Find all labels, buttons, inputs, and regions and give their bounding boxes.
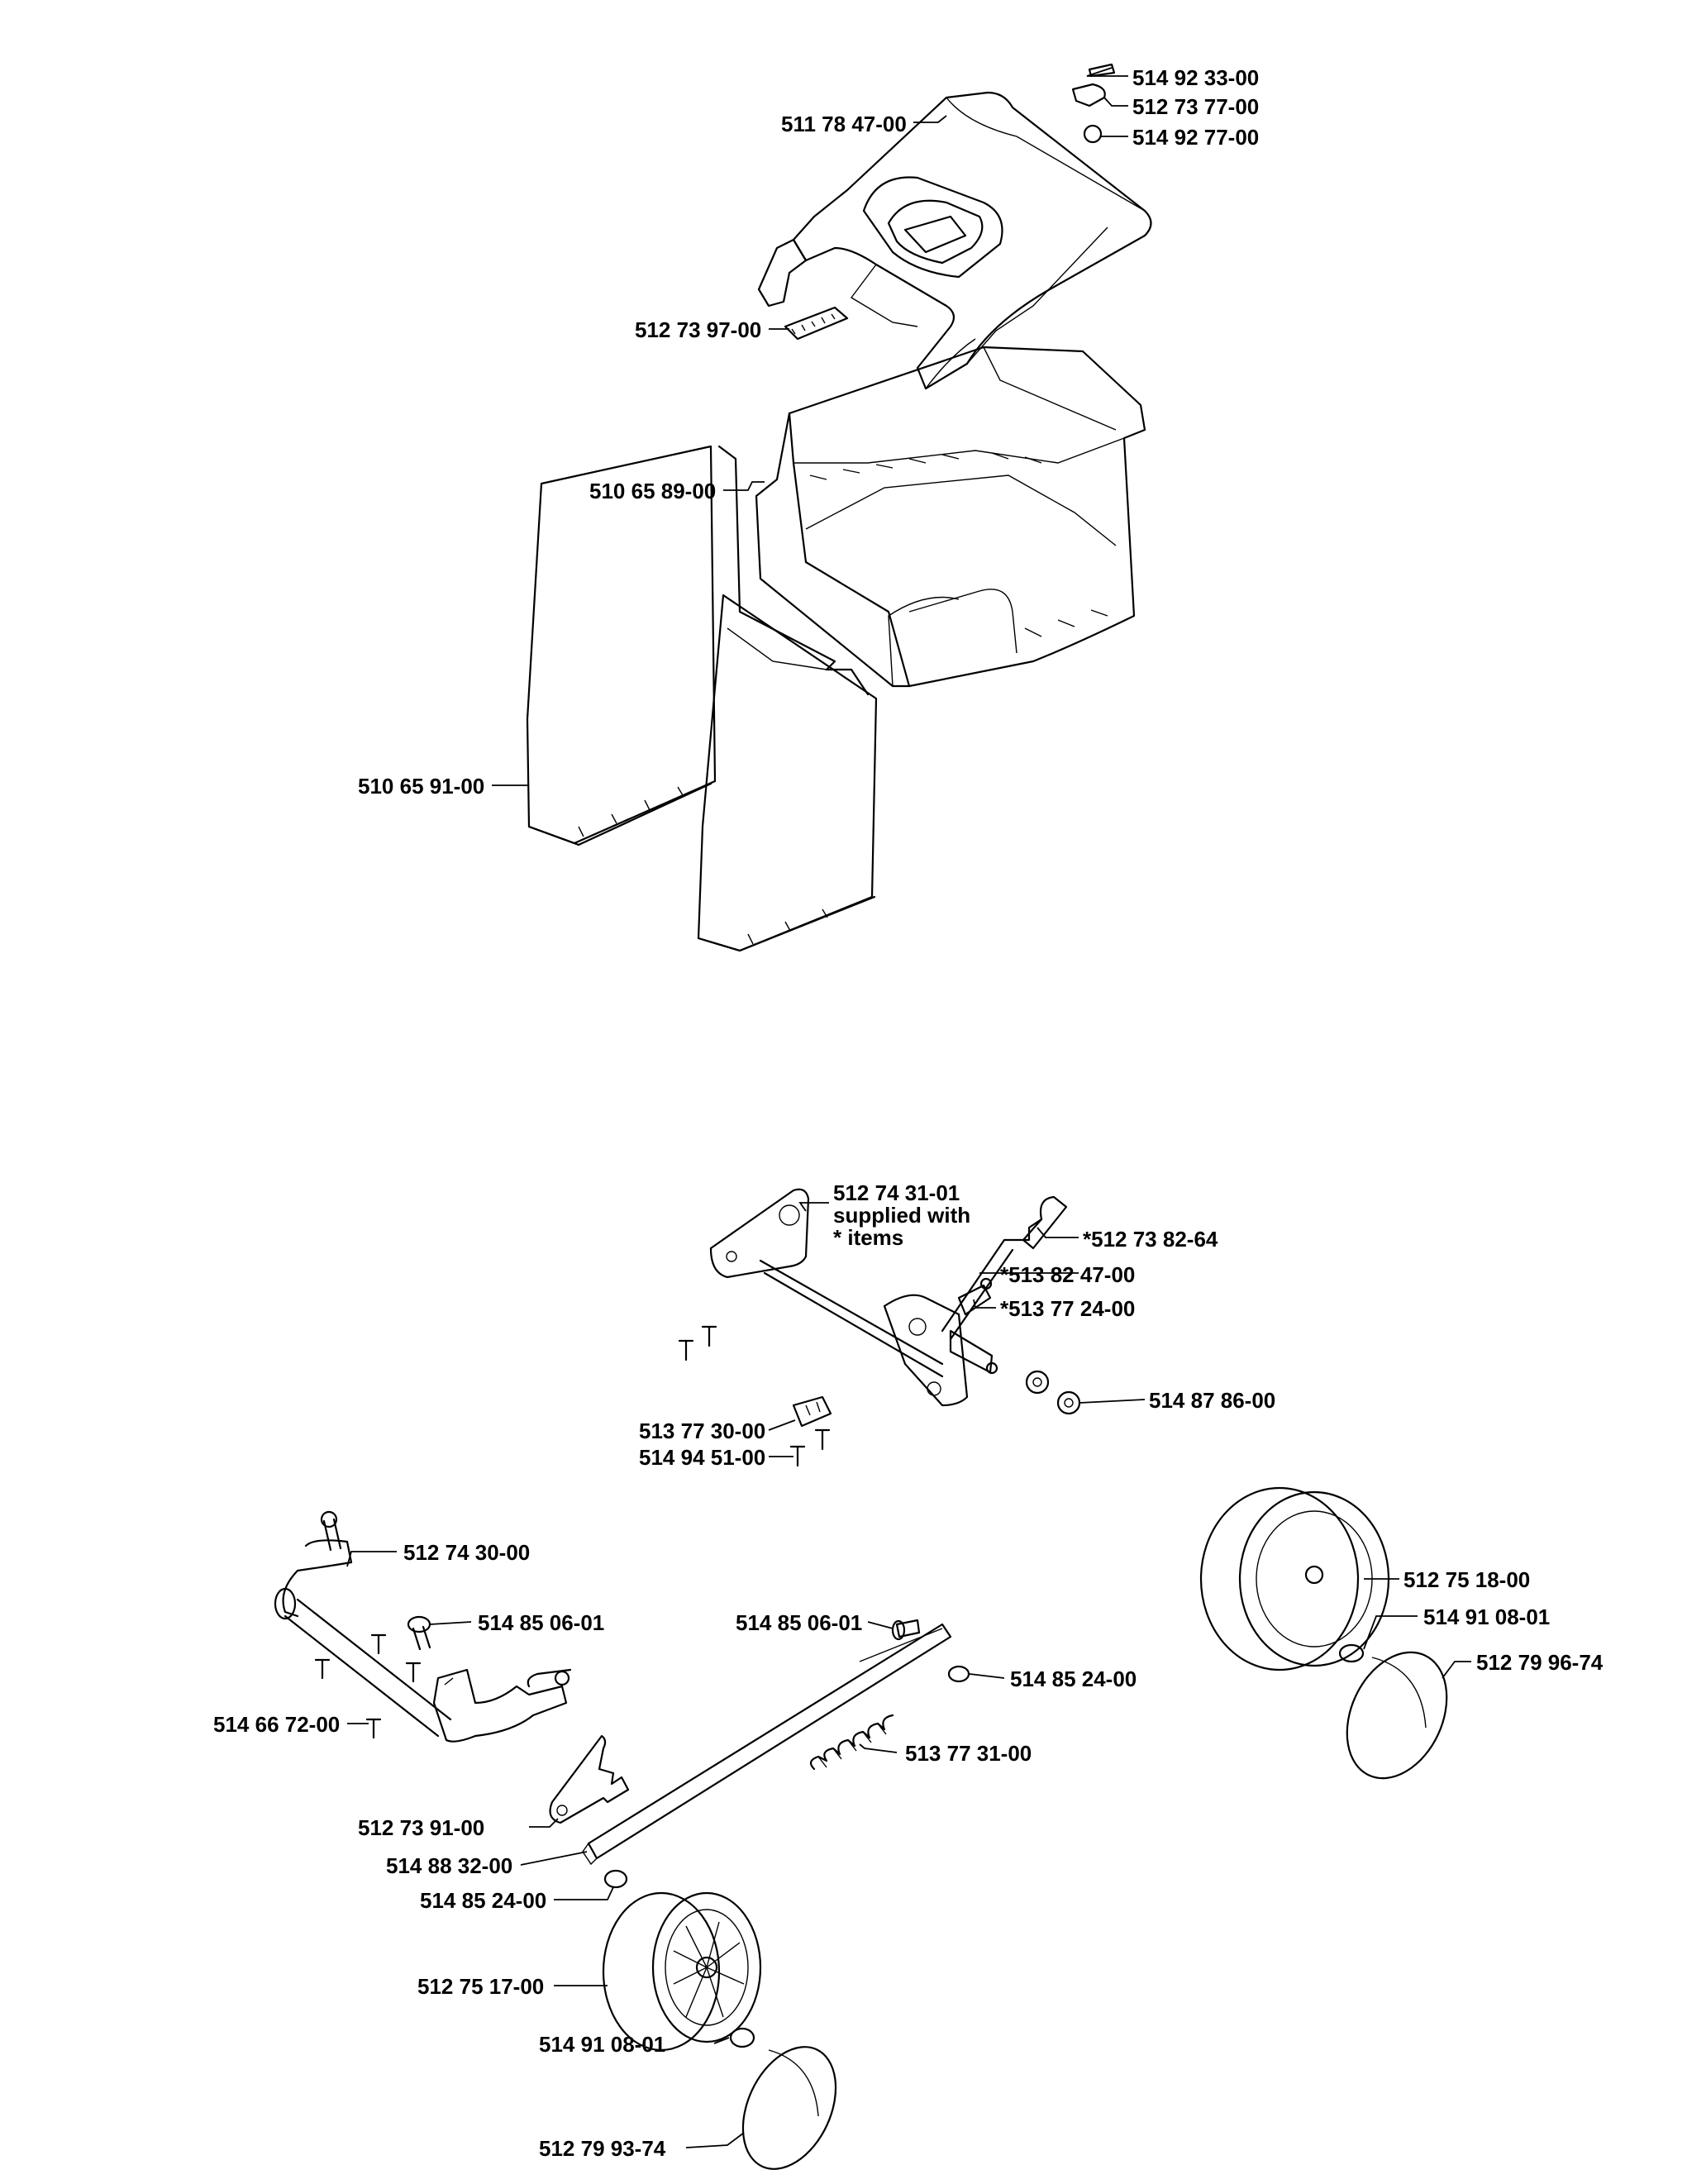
- rear-cap-shape: [1346, 1651, 1448, 1780]
- label-washer-bottom: 514 85 24-00: [420, 1888, 546, 1913]
- rear-washer-shape: [1338, 1643, 1365, 1663]
- label-bracket: 513 77 30-00: [639, 1419, 765, 1443]
- height-adjust-group: [678, 1188, 1081, 1467]
- label-shaft-line3: * items: [833, 1225, 903, 1250]
- catcher-lid: [757, 91, 1152, 390]
- axle-screws: [314, 1633, 422, 1739]
- label-bolt-left: 514 85 06-01: [478, 1610, 604, 1635]
- adjust-bracket: [792, 1395, 832, 1428]
- adjust-washers: [1025, 1370, 1081, 1415]
- label-lid-clip-a: 514 92 33-00: [1132, 65, 1259, 90]
- rear-wheel-group: [1199, 1486, 1448, 1780]
- label-spring-pin: *513 82 47-00: [1000, 1262, 1135, 1287]
- indicator-shape: [784, 306, 849, 341]
- axle-shape: [274, 1510, 572, 1743]
- catcher-frame: [755, 346, 1146, 688]
- rod-shape: [582, 1623, 952, 1866]
- label-front-washer: 514 91 08-01: [539, 2032, 665, 2057]
- label-front-wheel: 512 75 17-00: [417, 1974, 544, 1999]
- label-rod: 514 88 32-00: [386, 1853, 512, 1878]
- label-bag: 510 65 91-00: [358, 774, 484, 799]
- label-knob: *512 73 82-64: [1083, 1227, 1218, 1252]
- front-cap-shape: [741, 2046, 837, 2170]
- label-latch: 512 73 91-00: [358, 1815, 484, 1840]
- adjust-shaft: [709, 1188, 998, 1407]
- label-lid-plug: 514 92 77-00: [1132, 125, 1259, 150]
- spring-shape: [809, 1714, 894, 1771]
- label-lever: *513 77 24-00: [1000, 1296, 1135, 1321]
- clip-a-shape: [1088, 63, 1116, 78]
- catcher-bag: [526, 445, 878, 952]
- washer-top-shape: [947, 1665, 970, 1683]
- part-labels: 514 92 33-00 512 73 77-00 514 92 77-00 5…: [213, 65, 1604, 2161]
- axle-bolt-left: [407, 1615, 431, 1651]
- label-adjust-screw: 514 94 51-00: [639, 1445, 765, 1470]
- label-rear-cap: 512 79 96-74: [1476, 1650, 1604, 1675]
- label-frame: 510 65 89-00: [589, 479, 716, 503]
- leader-lines: [346, 67, 1471, 2148]
- axle-group: [274, 1510, 970, 2170]
- front-washer-shape: [729, 2027, 755, 2048]
- washer-bottom-shape: [603, 1869, 628, 1889]
- label-rear-washer: 514 91 08-01: [1423, 1605, 1550, 1629]
- label-lid: 511 78 47-00: [781, 112, 907, 136]
- label-washer-top: 514 85 24-00: [1010, 1667, 1137, 1691]
- label-shaft-line2: supplied with: [833, 1203, 970, 1228]
- adjust-lever: [941, 1195, 1068, 1341]
- bolt-right-shape: [891, 1619, 921, 1641]
- plug-shape: [1083, 124, 1103, 144]
- label-axle: 512 74 30-00: [403, 1540, 530, 1565]
- label-washer: 514 87 86-00: [1149, 1388, 1275, 1413]
- label-rear-wheel: 512 75 18-00: [1403, 1567, 1530, 1592]
- rear-wheel-shape: [1199, 1486, 1390, 1671]
- label-axle-screw: 514 66 72-00: [213, 1712, 340, 1737]
- label-lid-clip-b: 512 73 77-00: [1132, 94, 1259, 119]
- grass-catcher-group: [526, 63, 1152, 952]
- label-front-cap: 512 79 93-74: [539, 2136, 666, 2161]
- adjust-screws: [678, 1325, 831, 1467]
- label-bolt-right: 514 85 06-01: [736, 1610, 862, 1635]
- clip-b-shape: [1071, 83, 1106, 107]
- label-indicator: 512 73 97-00: [635, 317, 761, 342]
- front-wheel-shape: [602, 1891, 762, 2052]
- label-spring: 513 77 31-00: [905, 1741, 1032, 1766]
- latch-shape: [549, 1734, 630, 1824]
- label-shaft-line1: 512 74 31-01: [833, 1180, 960, 1205]
